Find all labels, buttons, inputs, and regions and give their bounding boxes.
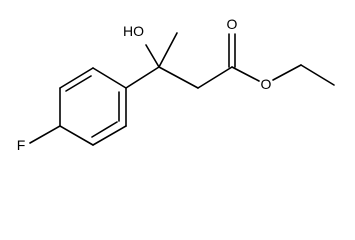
ring-bond-c1-c2 [92,67,127,89]
ring-bond-c2-c3 [59,67,94,89]
molecule-structure: HO O O F [17,16,335,153]
bond-ester-oxygen-ethyl [272,64,302,81]
fluorine-label: F [17,137,26,153]
bond-ethyl-methyl [300,64,335,86]
ring-double-bond-inner-1 [65,75,92,92]
hydroxyl-label: HO [123,23,144,39]
ester-oxygen-label: O [261,76,272,92]
bond-quaternary-hydroxyl [145,44,160,68]
bond-quaternary-methyl [158,32,178,68]
ring-bond-c5-c6 [92,125,127,146]
chemical-structure-canvas: HO O O F [17,16,335,153]
bond-ring-quaternary-carbon [125,66,160,89]
ring-double-bond-inner-2 [91,121,118,138]
benzene-ring [59,67,127,146]
ring-bond-c4-c5 [59,125,94,146]
bond-ring-fluorine [29,125,61,144]
bond-quaternary-ch2 [158,66,199,89]
carbonyl-oxygen-label: O [227,16,238,32]
bond-carbonyl-ester-oxygen [231,66,260,82]
bond-ch2-carbonyl-carbon [197,66,233,89]
